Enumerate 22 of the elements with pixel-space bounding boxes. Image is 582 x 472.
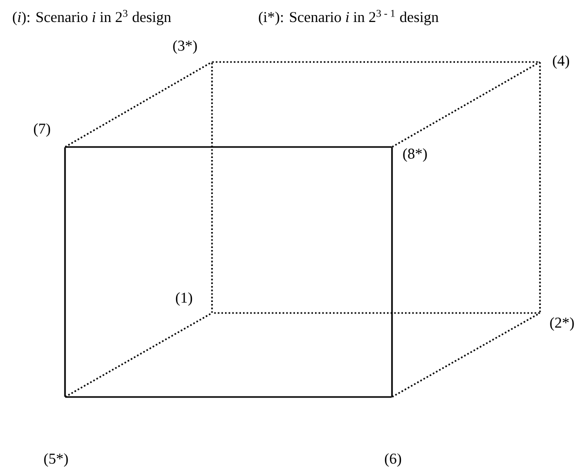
cube-edge [392, 61, 540, 148]
vertex-label: (2*) [550, 317, 574, 331]
vertex-label: (3*) [173, 40, 197, 54]
vertex-label: (6) [384, 453, 402, 467]
legend-note: (i*): Scenario i in 2$^{3 - 1}$ design [258, 10, 439, 26]
cube-edge [64, 61, 212, 148]
cube-edge [212, 312, 540, 314]
cube-edge [391, 147, 393, 397]
cube-edge [392, 312, 540, 398]
cube-edge [64, 312, 212, 398]
cube-edge [539, 62, 541, 313]
vertex-label: (8*) [403, 148, 427, 162]
vertex-label: (7) [34, 123, 50, 137]
cube-edge [211, 62, 213, 313]
vertex-label: (1) [176, 292, 192, 306]
cube-edge [212, 61, 540, 63]
cube-edge [65, 396, 392, 398]
legend-note: (i): Scenario i in 2$^{3}$ design [12, 10, 172, 26]
vertex-label: (5*) [44, 453, 68, 467]
cube-edge [65, 146, 392, 148]
cube-edge [64, 147, 66, 397]
vertex-label: (4) [552, 55, 570, 69]
